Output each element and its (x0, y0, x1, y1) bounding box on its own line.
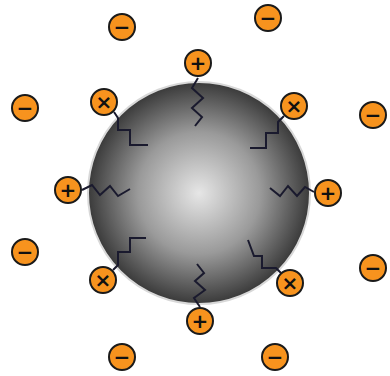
ion-symbol: − (11, 94, 39, 122)
ion-symbol: − (261, 343, 289, 371)
ion-symbol: × (280, 92, 308, 120)
ligand-chain (248, 240, 281, 273)
ligand-chain (270, 186, 314, 196)
ion-symbol: + (54, 176, 82, 204)
ligand-chain (114, 112, 148, 145)
ion-symbol: + (314, 179, 342, 207)
ion-symbol: − (108, 343, 136, 371)
ion-symbol: − (254, 4, 282, 32)
ligand-chain (82, 185, 130, 196)
ligand-chain (250, 116, 284, 148)
ion-symbol: + (186, 307, 214, 335)
ligand-chain (113, 238, 146, 270)
ion-symbol: + (184, 49, 212, 77)
ion-symbol: × (89, 266, 117, 294)
ion-symbol: − (359, 254, 387, 282)
ion-symbol: − (359, 101, 387, 129)
ion-symbol: − (108, 13, 136, 41)
ion-symbol: × (90, 88, 118, 116)
ion-symbol: × (276, 269, 304, 297)
ligand-chain (194, 264, 205, 307)
ion-symbol: − (11, 238, 39, 266)
ligand-chain (192, 78, 203, 126)
